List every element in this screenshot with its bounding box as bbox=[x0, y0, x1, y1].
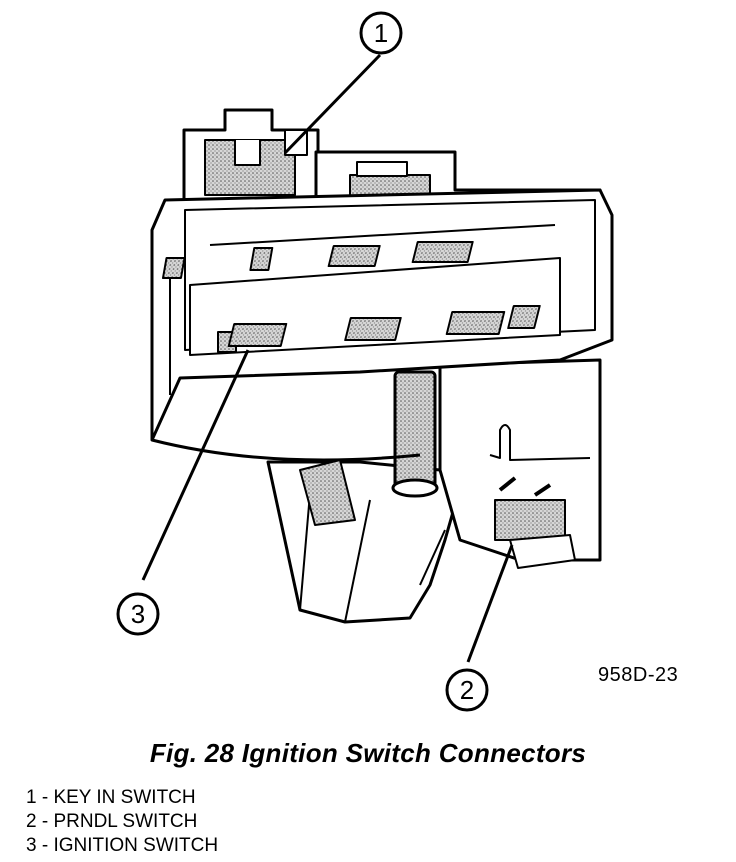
prndl-module bbox=[438, 358, 602, 569]
callout-1: 1 bbox=[359, 11, 403, 55]
svg-text:2: 2 bbox=[460, 675, 474, 705]
callout-2-leader bbox=[466, 544, 514, 663]
key-in-connector bbox=[182, 108, 320, 202]
switch-shaft bbox=[391, 370, 439, 498]
svg-text:1: 1 bbox=[374, 18, 388, 48]
legend-list: 1 - KEY IN SWITCH 2 - PRNDL SWITCH 3 - I… bbox=[26, 786, 218, 858]
callout-3: 3 bbox=[116, 592, 160, 636]
callout-2: 2 bbox=[445, 668, 489, 712]
svg-text:3: 3 bbox=[131, 599, 145, 629]
figure-caption: Fig. 28 Ignition Switch Connectors bbox=[149, 738, 587, 768]
legend-item: 2 - PRNDL SWITCH bbox=[26, 811, 198, 832]
figure-code: 958D-23 bbox=[598, 664, 679, 686]
legend-item: 3 - IGNITION SWITCH bbox=[26, 835, 219, 856]
callout-1-leader bbox=[283, 53, 382, 155]
ignition-switch-drawing: 1 3 2 bbox=[116, 11, 614, 712]
lower-housing bbox=[266, 459, 457, 624]
legend-item: 1 - KEY IN SWITCH bbox=[26, 787, 196, 808]
callout-3-leader bbox=[141, 349, 250, 581]
ignition-connector-housing bbox=[150, 188, 614, 462]
